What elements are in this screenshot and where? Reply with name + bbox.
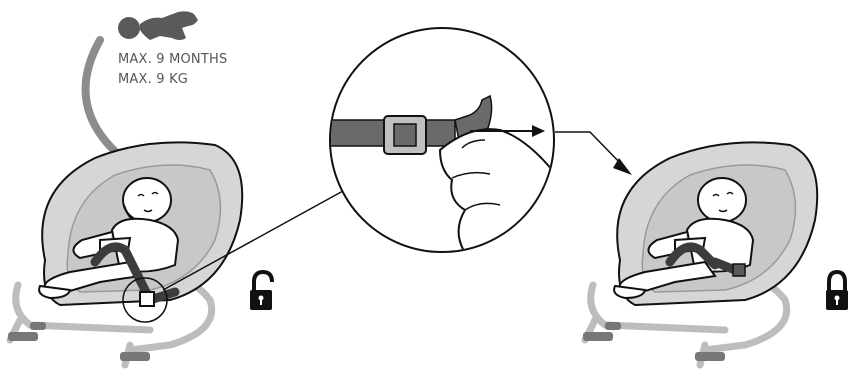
harness-buckle-left [139, 291, 155, 307]
buckle-highlight-ring [122, 277, 168, 323]
bouncer-left-feet [8, 322, 150, 361]
zoom-detail [329, 27, 555, 253]
padlock-open-icon [250, 269, 274, 310]
max-weight-label: MAX. 9 KG [118, 72, 189, 87]
bouncer-right [581, 141, 819, 369]
transition-arrow [555, 131, 632, 175]
padlock-closed-icon [826, 269, 848, 310]
max-age-label: MAX. 9 MONTHS [118, 52, 228, 67]
baby-crawling-icon [118, 11, 198, 41]
bouncer-left [6, 141, 244, 369]
zoom-connector-line [162, 185, 353, 291]
